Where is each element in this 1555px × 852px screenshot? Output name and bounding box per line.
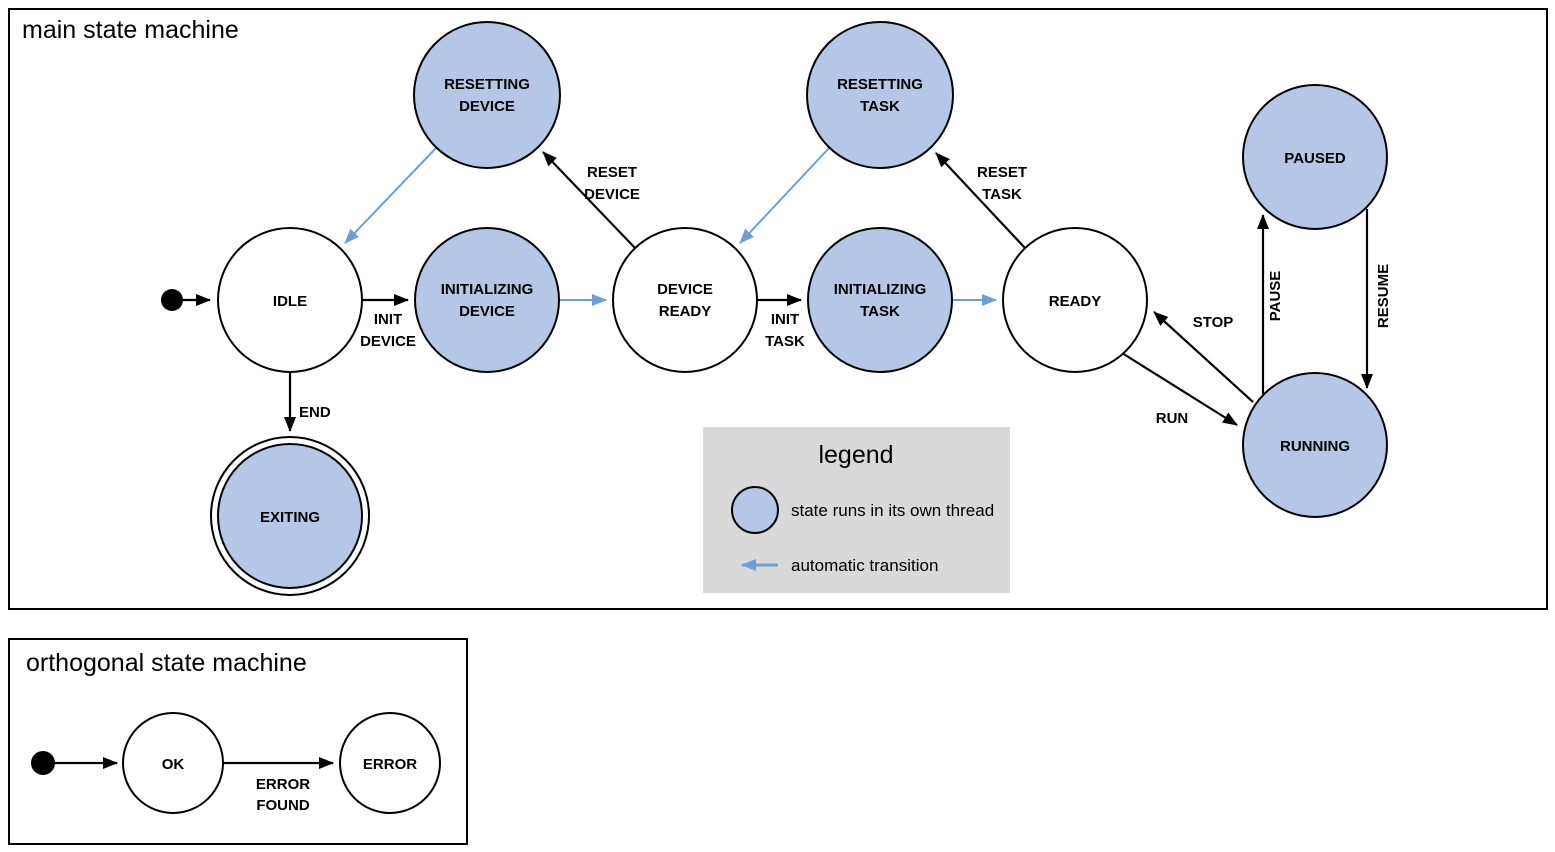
transition-reset-device-label: DEVICE <box>584 186 640 203</box>
state-initializing-task-label: TASK <box>860 303 900 320</box>
state-exiting <box>217 443 363 589</box>
state-paused-label: PAUSED <box>1284 150 1346 167</box>
legend-title: legend <box>818 441 893 469</box>
transition-end-label: END <box>299 404 331 421</box>
state-ok <box>122 712 224 814</box>
transition-reset-device-arrow <box>542 151 636 249</box>
main-machine-title: main state machine <box>22 16 239 44</box>
transition-init-task-label: INIT <box>771 311 799 328</box>
state-device-ready-label: DEVICE <box>657 281 713 298</box>
state-ready-label: READY <box>1049 293 1102 310</box>
transition-resetting-device-done-arrow <box>344 146 438 244</box>
transition-run-label: RUN <box>1156 410 1189 427</box>
state-running <box>1242 372 1388 518</box>
transition-reset-task-label: RESET <box>977 164 1027 181</box>
transition-reset-device-label: RESET <box>587 164 637 181</box>
transition-init-device-label: INIT <box>374 311 402 328</box>
state-initializing-device-label: INITIALIZING <box>441 281 534 298</box>
transition-stop-label: STOP <box>1193 314 1234 331</box>
state-device-ready-label: READY <box>659 303 712 320</box>
initial-state-orthogonal <box>31 751 55 775</box>
legend-threaded-state-label: state runs in its own thread <box>791 501 994 520</box>
state-resetting-task-label: TASK <box>860 98 900 115</box>
orthogonal-machine-frame <box>8 638 468 845</box>
state-ok-label: OK <box>162 756 185 773</box>
state-resetting-device <box>413 21 561 169</box>
transition-resetting-task-done-arrow <box>739 146 831 244</box>
transition-error-found-label: FOUND <box>256 797 309 814</box>
legend-automatic-transition-label: automatic transition <box>791 556 938 575</box>
state-error <box>339 712 441 814</box>
state-resetting-task-label: RESETTING <box>837 76 923 93</box>
state-initializing-device-label: DEVICE <box>459 303 515 320</box>
initial-state-main <box>161 289 183 311</box>
transition-resume-label: RESUME <box>1375 264 1392 328</box>
state-device-ready <box>612 227 758 373</box>
state-resetting-task <box>806 21 954 169</box>
state-paused <box>1242 84 1388 230</box>
transition-pause-label: PAUSE <box>1267 271 1284 322</box>
transition-init-task-label: TASK <box>765 333 805 350</box>
state-error-label: ERROR <box>363 756 417 773</box>
state-resetting-device-label: DEVICE <box>459 98 515 115</box>
transition-reset-task-label: TASK <box>982 186 1022 203</box>
state-idle-label: IDLE <box>273 293 307 310</box>
main-machine-frame <box>8 8 1548 610</box>
state-initializing-device <box>414 227 560 373</box>
transition-reset-task-arrow <box>935 152 1026 249</box>
legend-threaded-state-icon <box>731 486 779 534</box>
state-exiting-label: EXITING <box>260 509 320 526</box>
state-running-label: RUNNING <box>1280 438 1350 455</box>
transition-init-device-label: DEVICE <box>360 333 416 350</box>
state-initializing-task <box>807 227 953 373</box>
state-initializing-task-label: INITIALIZING <box>834 281 927 298</box>
state-ready <box>1002 227 1148 373</box>
orthogonal-machine-title: orthogonal state machine <box>26 649 307 677</box>
state-resetting-device-label: RESETTING <box>444 76 530 93</box>
transition-run-arrow <box>1121 352 1238 426</box>
transition-stop-arrow <box>1153 311 1254 403</box>
transition-error-found-label: ERROR <box>256 776 310 793</box>
state-idle <box>217 227 363 373</box>
